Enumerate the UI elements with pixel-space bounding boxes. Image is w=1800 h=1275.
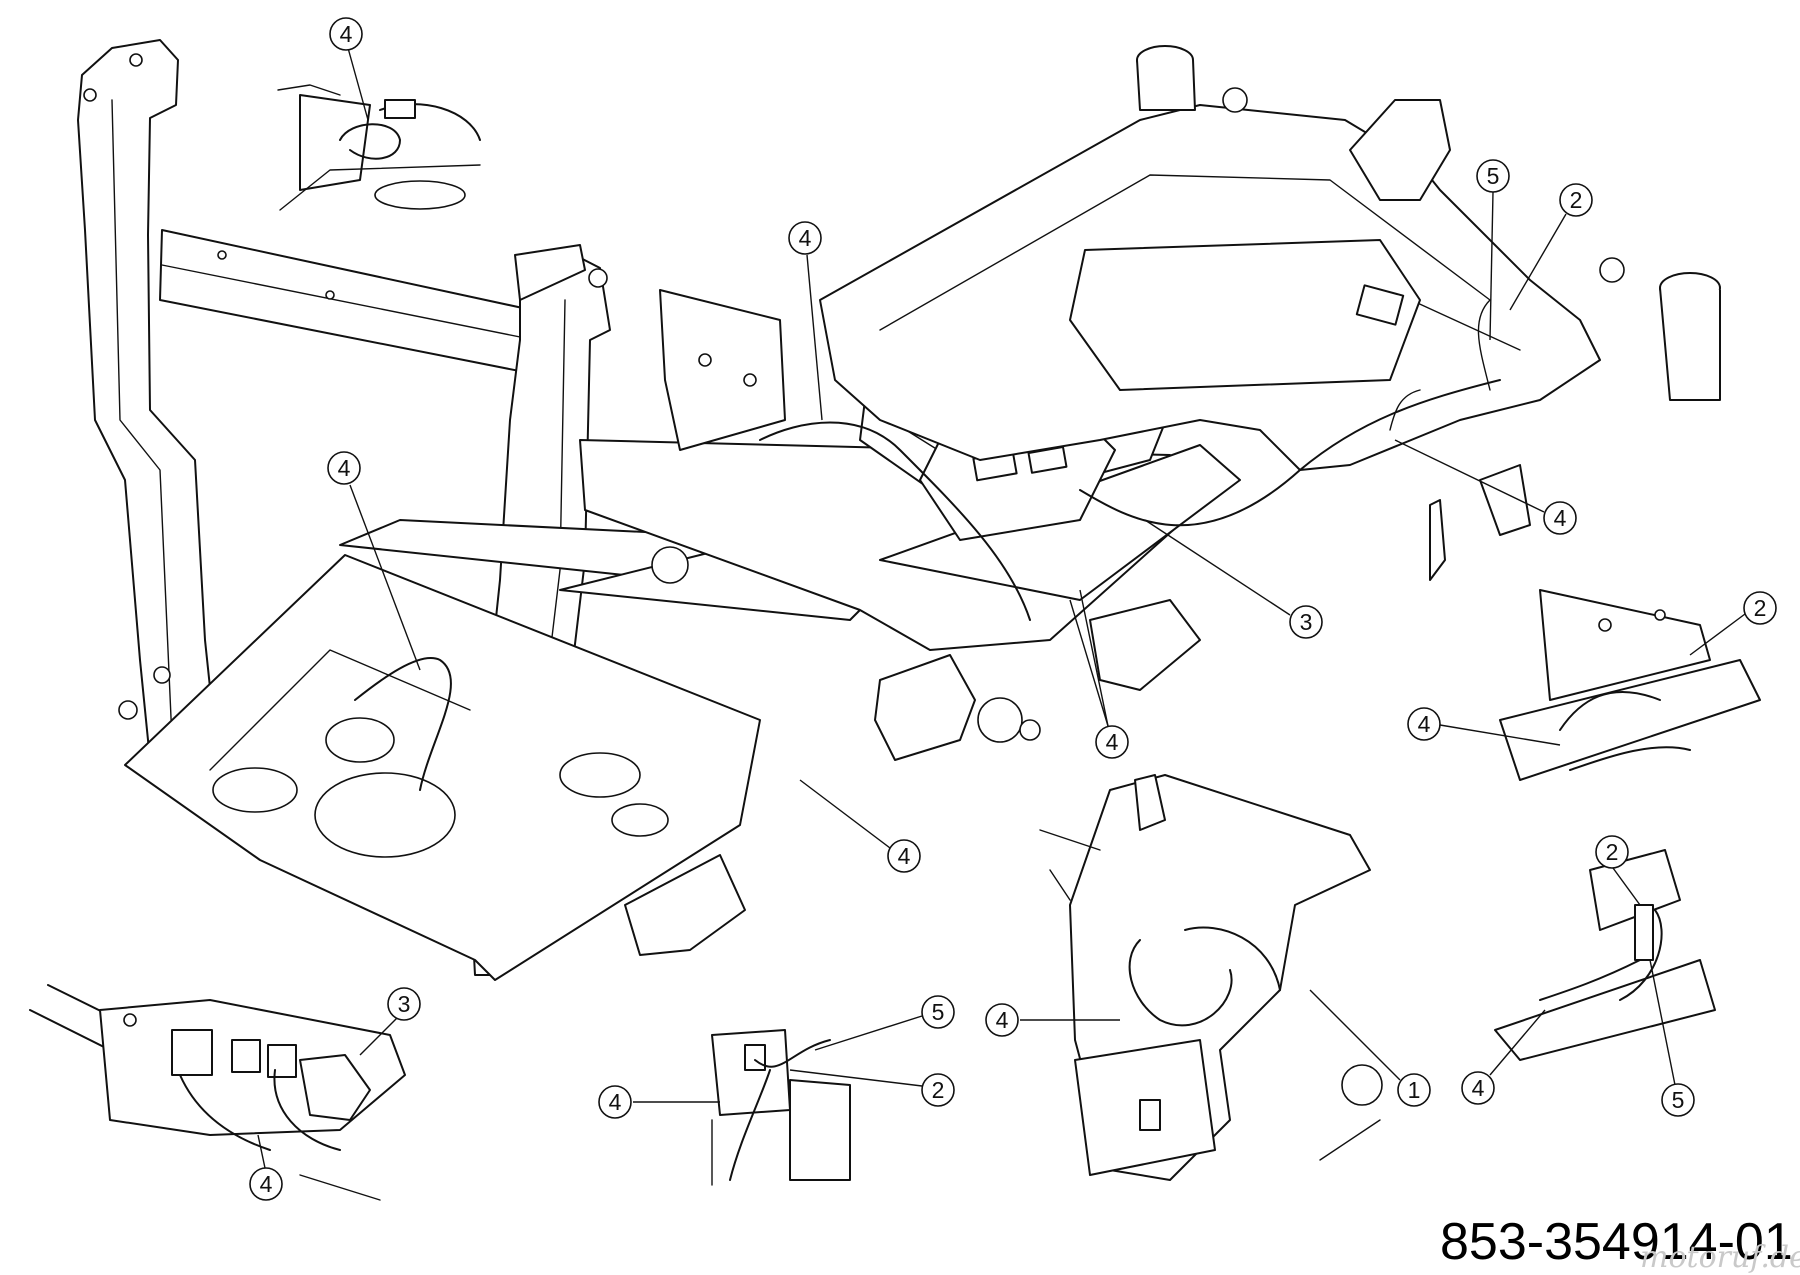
callout-1-inset-battery: 1: [1397, 1073, 1431, 1107]
callout-2-inset-right-bottom: 2: [1595, 835, 1629, 869]
svg-text:2: 2: [1570, 187, 1583, 213]
inset-rear-switch-top: [1469, 574, 1781, 831]
svg-text:4: 4: [799, 225, 812, 251]
callout-4-rear-switch: 4: [1543, 501, 1577, 535]
callouts: 4 4 5 2 4 4: [249, 17, 1777, 1201]
svg-text:3: 3: [1300, 609, 1313, 635]
callout-4-left-frame: 4: [327, 451, 361, 485]
svg-text:4: 4: [1554, 505, 1567, 531]
svg-text:2: 2: [1606, 839, 1619, 865]
callout-5-rear: 5: [1476, 159, 1510, 193]
svg-text:4: 4: [996, 1007, 1009, 1033]
part-number: 853-354914-01: [1440, 1213, 1793, 1271]
callout-4-inset-battery: 4: [985, 1003, 1019, 1037]
svg-text:5: 5: [932, 999, 945, 1025]
inset-battery-box: [1039, 774, 1383, 1181]
inset-center-connector: [704, 1024, 851, 1186]
callout-4-main-harness: 4: [788, 221, 822, 255]
inset-seat-switch: [274, 77, 489, 223]
svg-text:4: 4: [1472, 1075, 1485, 1101]
callout-5-inset-right-bottom: 5: [1661, 1083, 1695, 1117]
svg-text:1: 1: [1408, 1077, 1421, 1103]
callout-5-inset-center: 5: [921, 995, 955, 1029]
callout-4-inset-right-bottom: 4: [1461, 1071, 1495, 1105]
svg-text:4: 4: [1106, 729, 1119, 755]
callout-2-inset-center: 2: [921, 1073, 955, 1107]
svg-text:3: 3: [398, 991, 411, 1017]
svg-text:2: 2: [1754, 595, 1767, 621]
callout-2-inset-right-top: 2: [1743, 591, 1777, 625]
inset-dash-connectors: [29, 984, 406, 1201]
inset-rear-switch-bottom: [1474, 849, 1716, 1061]
svg-text:5: 5: [1672, 1087, 1685, 1113]
main-frame-assembly: [77, 39, 1721, 981]
svg-text:4: 4: [609, 1089, 622, 1115]
callout-4-inset-right-top: 4: [1407, 707, 1441, 741]
callout-4-front-bottom: 4: [887, 839, 921, 873]
svg-text:4: 4: [260, 1171, 273, 1197]
callout-2-rear: 2: [1559, 183, 1593, 217]
svg-text:4: 4: [338, 455, 351, 481]
svg-text:4: 4: [898, 843, 911, 869]
callout-4-dash-bottom: 4: [1095, 725, 1129, 759]
callout-4-inset-center: 4: [598, 1085, 632, 1119]
callout-4-inset-topleft: 4: [329, 17, 363, 51]
callout-4-inset-dash: 4: [249, 1167, 283, 1201]
svg-text:4: 4: [1418, 711, 1431, 737]
svg-text:2: 2: [932, 1077, 945, 1103]
svg-text:4: 4: [340, 21, 353, 47]
svg-text:5: 5: [1487, 163, 1500, 189]
callout-3-inset-dash: 3: [387, 987, 421, 1021]
callout-3-dash: 3: [1289, 605, 1323, 639]
watermark-logo: motoruf.de: [1640, 1240, 1800, 1275]
